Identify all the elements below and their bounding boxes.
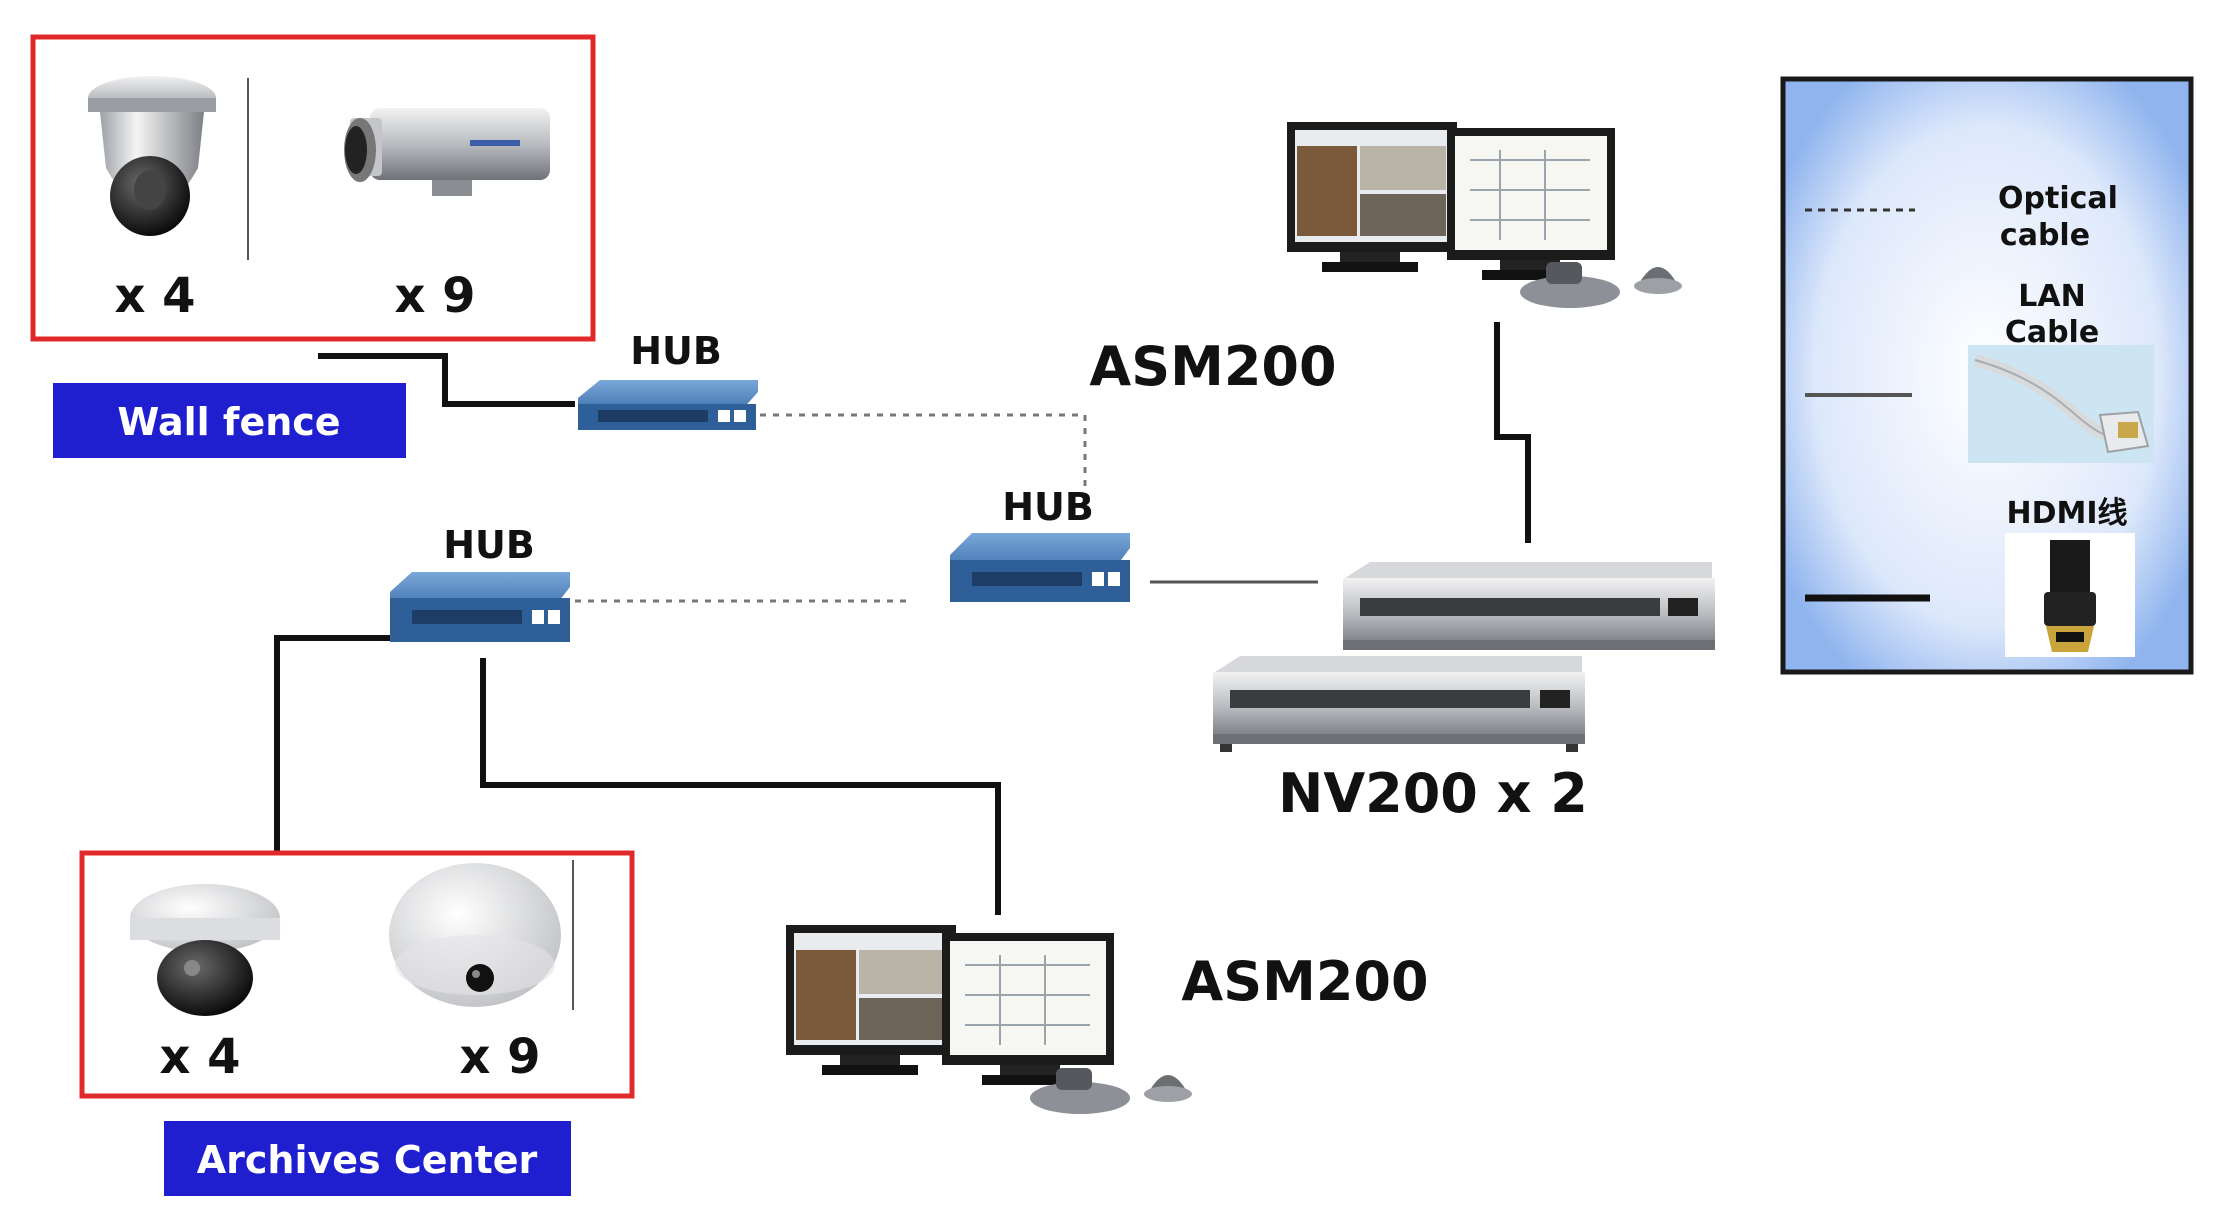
legend-label: Cable <box>2005 315 2099 350</box>
location-banner-archives-center: Archives Center <box>164 1121 571 1196</box>
hdmi-cable-icon <box>2005 533 2135 657</box>
workstation-label: ASM200 <box>1181 950 1428 1013</box>
legend-label: HDMI线 <box>2006 496 2127 531</box>
lan-cable-hub-left-to-bottom-workstation <box>480 658 1001 915</box>
network-switch-icon <box>390 572 570 642</box>
legend-label: LAN <box>2018 279 2085 314</box>
recorder-label: NV200 x 2 <box>1278 762 1588 825</box>
camera-group-archives-center: x 4 x 9 <box>79 850 635 1099</box>
location-label: Archives Center <box>197 1138 538 1182</box>
workstation-label: ASM200 <box>1089 335 1336 398</box>
camera-count: x 4 <box>159 1029 240 1085</box>
hub-center: HUB <box>950 485 1130 602</box>
workstation-bottom: ASM200 <box>786 925 1429 1114</box>
legend-item-hdmi-cable: HDMI线 <box>1805 496 2135 657</box>
hub-label: HUB <box>443 523 535 567</box>
fisheye-camera-icon <box>389 863 561 1007</box>
location-banner-wall-fence: Wall fence <box>53 383 406 458</box>
legend-item-optical-cable: Optical cable <box>1805 181 2118 253</box>
lan-cable-hub-left-to-archives <box>274 635 425 855</box>
dual-monitor-workstation-icon <box>1287 122 1682 308</box>
cable-legend: Optical cable LAN Cable HDMI线 <box>1780 76 2194 675</box>
lan-cable-icon <box>1968 345 2154 463</box>
hub-left: HUB <box>390 523 570 642</box>
camera-count: x 4 <box>114 268 195 324</box>
workstation-top: ASM200 <box>1089 122 1682 398</box>
network-switch-icon <box>950 533 1130 602</box>
network-video-recorder-icon <box>1213 656 1585 752</box>
hub-label: HUB <box>630 329 722 373</box>
ptz-dome-camera-icon <box>88 76 216 236</box>
camera-count: x 9 <box>394 268 475 324</box>
dome-camera-icon <box>130 884 280 1016</box>
legend-item-lan-cable: LAN Cable <box>1805 279 2154 463</box>
location-label: Wall fence <box>117 400 340 444</box>
lan-cable-wallfence-to-hub <box>318 353 575 407</box>
optical-cable-hub-top-to-hub-center <box>760 413 1087 510</box>
legend-label: Optical <box>1998 181 2118 216</box>
legend-label: cable <box>2000 218 2090 253</box>
camera-count: x 9 <box>459 1029 540 1085</box>
hub-top: HUB <box>578 329 758 430</box>
network-video-recorder-icon <box>1343 562 1715 650</box>
box-camera-icon <box>344 108 550 196</box>
camera-group-wall-fence: x 4 x 9 <box>30 34 596 342</box>
lan-cable-nvr-to-top-workstation <box>1494 322 1531 543</box>
network-switch-icon <box>578 380 758 430</box>
hub-label: HUB <box>1002 485 1094 529</box>
dual-monitor-workstation-icon <box>786 925 1192 1114</box>
cables <box>274 322 1531 915</box>
recorders-nv200: NV200 x 2 <box>1213 562 1715 825</box>
